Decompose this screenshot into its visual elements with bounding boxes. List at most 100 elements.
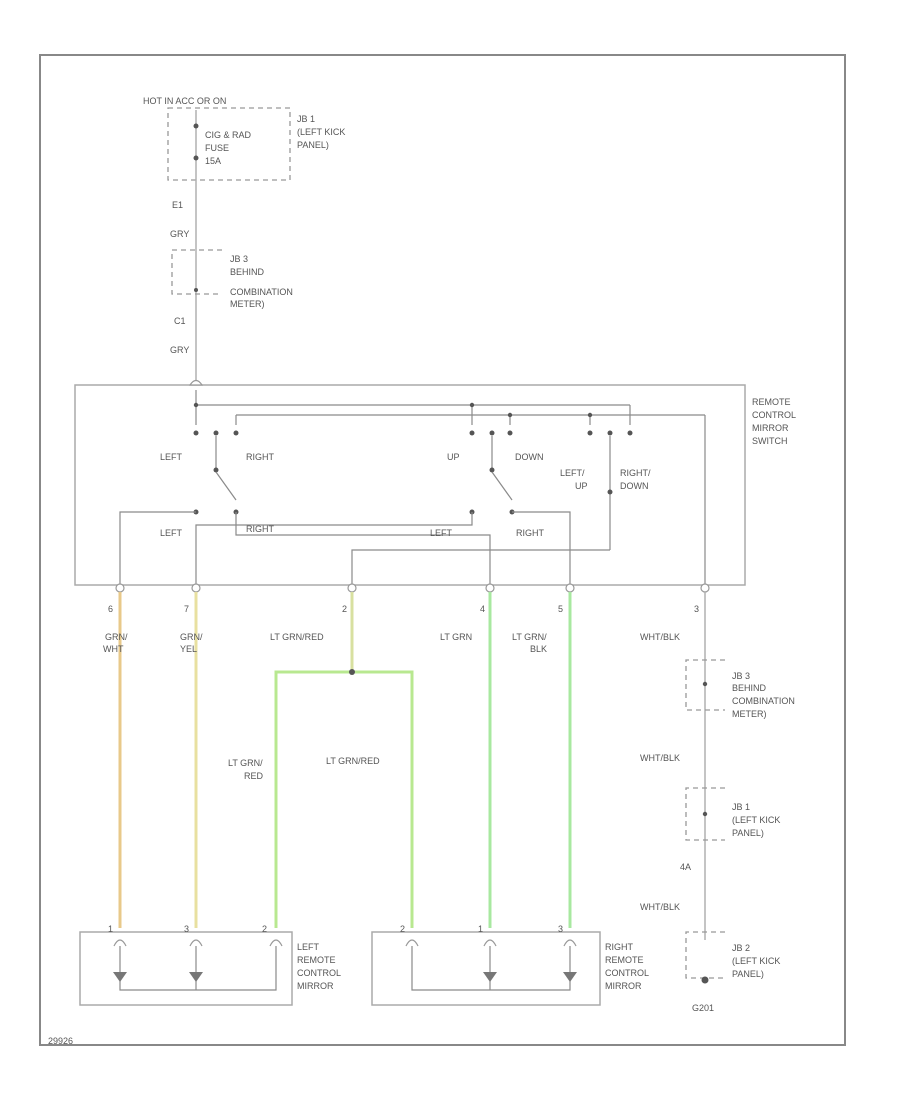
jb1-top-name: JB 1 bbox=[297, 114, 315, 124]
selector-left-label: LEFT bbox=[160, 452, 183, 462]
connector-4a: 4A bbox=[680, 862, 691, 872]
right-mirror-box bbox=[371, 931, 601, 1006]
wire-label: WHT/BLK bbox=[640, 902, 680, 912]
selector-right-label: RIGHT bbox=[246, 452, 275, 462]
jb3-top-location: METER) bbox=[230, 299, 265, 309]
junction-dot bbox=[469, 402, 475, 408]
pin-number: 6 bbox=[108, 604, 113, 614]
out-right-label-2: RIGHT bbox=[516, 528, 545, 538]
left-mirror-pin: 2 bbox=[262, 924, 267, 934]
wire-label: GRN/ bbox=[180, 632, 203, 642]
junction-dot bbox=[587, 412, 593, 418]
connector-dot bbox=[702, 811, 708, 817]
right-mirror-pin: 2 bbox=[400, 924, 405, 934]
switch-pin bbox=[565, 583, 575, 593]
contact-dot bbox=[233, 430, 239, 436]
mirror-switch-box bbox=[74, 384, 746, 586]
junction-dot bbox=[507, 412, 513, 418]
wire-label: BLK bbox=[530, 644, 547, 654]
diagram-code: 29926 bbox=[48, 1036, 73, 1046]
jb3-bottom-name: JB 3 bbox=[732, 671, 750, 681]
left-up-label: LEFT/ bbox=[560, 468, 585, 478]
down-label: DOWN bbox=[515, 452, 544, 462]
hot-label: HOT IN ACC OR ON bbox=[143, 96, 226, 106]
jb2-bottom-box bbox=[685, 931, 725, 979]
connector-c1: C1 bbox=[174, 316, 186, 326]
left-mirror-name: CONTROL bbox=[297, 968, 341, 978]
jb3-bottom-location: BEHIND bbox=[732, 683, 767, 693]
mirror-pin bbox=[113, 939, 127, 947]
jb3-top-location: BEHIND bbox=[230, 267, 265, 277]
jb3-terminal bbox=[194, 288, 198, 292]
pin-number: 3 bbox=[694, 604, 699, 614]
wire-label: LT GRN bbox=[440, 632, 472, 642]
out-right-label: RIGHT bbox=[246, 524, 275, 534]
out-wire-right-1 bbox=[235, 512, 491, 585]
right-down-label: DOWN bbox=[620, 481, 649, 491]
mirror-pin bbox=[269, 939, 283, 947]
jb1-top-location: (LEFT KICK bbox=[297, 127, 345, 137]
connector-e1: E1 bbox=[172, 200, 183, 210]
contact-dot bbox=[489, 430, 495, 436]
switch-pin bbox=[191, 583, 201, 593]
out-wire-left-1 bbox=[119, 511, 196, 585]
contact-dot bbox=[469, 430, 475, 436]
left-mirror-pin: 1 bbox=[108, 924, 113, 934]
out-left-label-2: LEFT bbox=[430, 528, 453, 538]
mirror-pin bbox=[405, 939, 419, 947]
wire-label: LT GRN/RED bbox=[326, 756, 380, 766]
wire-color-gry: GRY bbox=[170, 229, 189, 239]
switch-input-pin bbox=[188, 379, 204, 386]
right-mirror-pin: 3 bbox=[558, 924, 563, 934]
out-wire-left-2 bbox=[195, 512, 473, 585]
fuse-label: FUSE bbox=[205, 143, 229, 153]
motor-icon bbox=[189, 972, 203, 982]
switch-pin bbox=[347, 583, 357, 593]
motor-icon bbox=[563, 972, 577, 982]
contact-dot bbox=[607, 489, 613, 495]
contact-dot bbox=[489, 467, 495, 473]
junction-dot bbox=[193, 402, 199, 408]
right-mirror-name: CONTROL bbox=[605, 968, 649, 978]
jb3-bottom-location: METER) bbox=[732, 709, 767, 719]
wire-label: LT GRN/ bbox=[512, 632, 547, 642]
ground-label: G201 bbox=[692, 1003, 714, 1013]
jb3-bottom-location: COMBINATION bbox=[732, 696, 795, 706]
contact-dot bbox=[213, 430, 219, 436]
jb1-top-location: PANEL) bbox=[297, 140, 329, 150]
motor-icon bbox=[483, 972, 497, 982]
pin-number: 2 bbox=[342, 604, 347, 614]
wire-label: YEL bbox=[180, 644, 197, 654]
wire-label: LT GRN/ bbox=[228, 758, 263, 768]
fuse-label: CIG & RAD bbox=[205, 130, 252, 140]
contact-dot bbox=[193, 430, 199, 436]
mirror-pin bbox=[189, 939, 203, 947]
jb2-bottom-location: (LEFT KICK bbox=[732, 956, 780, 966]
switch-name: MIRROR bbox=[752, 423, 789, 433]
diagram-frame bbox=[39, 54, 846, 1046]
contact-dot bbox=[507, 430, 513, 436]
wire-label: LT GRN/RED bbox=[270, 632, 324, 642]
jb2-bottom-name: JB 2 bbox=[732, 943, 750, 953]
up-label: UP bbox=[447, 452, 460, 462]
wire-label: WHT/BLK bbox=[640, 753, 680, 763]
wire-label: RED bbox=[244, 771, 264, 781]
right-down-label: RIGHT/ bbox=[620, 468, 651, 478]
left-mirror-name: MIRROR bbox=[297, 981, 334, 991]
switch-name: REMOTE bbox=[752, 397, 791, 407]
jb3-bottom-box bbox=[685, 659, 725, 711]
mirror-pin bbox=[483, 939, 497, 947]
right-mirror-name: MIRROR bbox=[605, 981, 642, 991]
jb3-top-box bbox=[171, 249, 222, 295]
wire-label: WHT bbox=[103, 644, 124, 654]
left-mirror-pin: 3 bbox=[184, 924, 189, 934]
jb1-bottom-box bbox=[685, 787, 725, 841]
left-mirror-name: REMOTE bbox=[297, 955, 336, 965]
switch-pin bbox=[115, 583, 125, 593]
wire-lt-grn-red-split bbox=[274, 670, 414, 928]
mirror-pin bbox=[563, 939, 577, 947]
left-up-label: UP bbox=[575, 481, 588, 491]
right-mirror-pin: 1 bbox=[478, 924, 483, 934]
jb3-top-location: COMBINATION bbox=[230, 287, 293, 297]
out-wire-right-2 bbox=[512, 511, 571, 585]
